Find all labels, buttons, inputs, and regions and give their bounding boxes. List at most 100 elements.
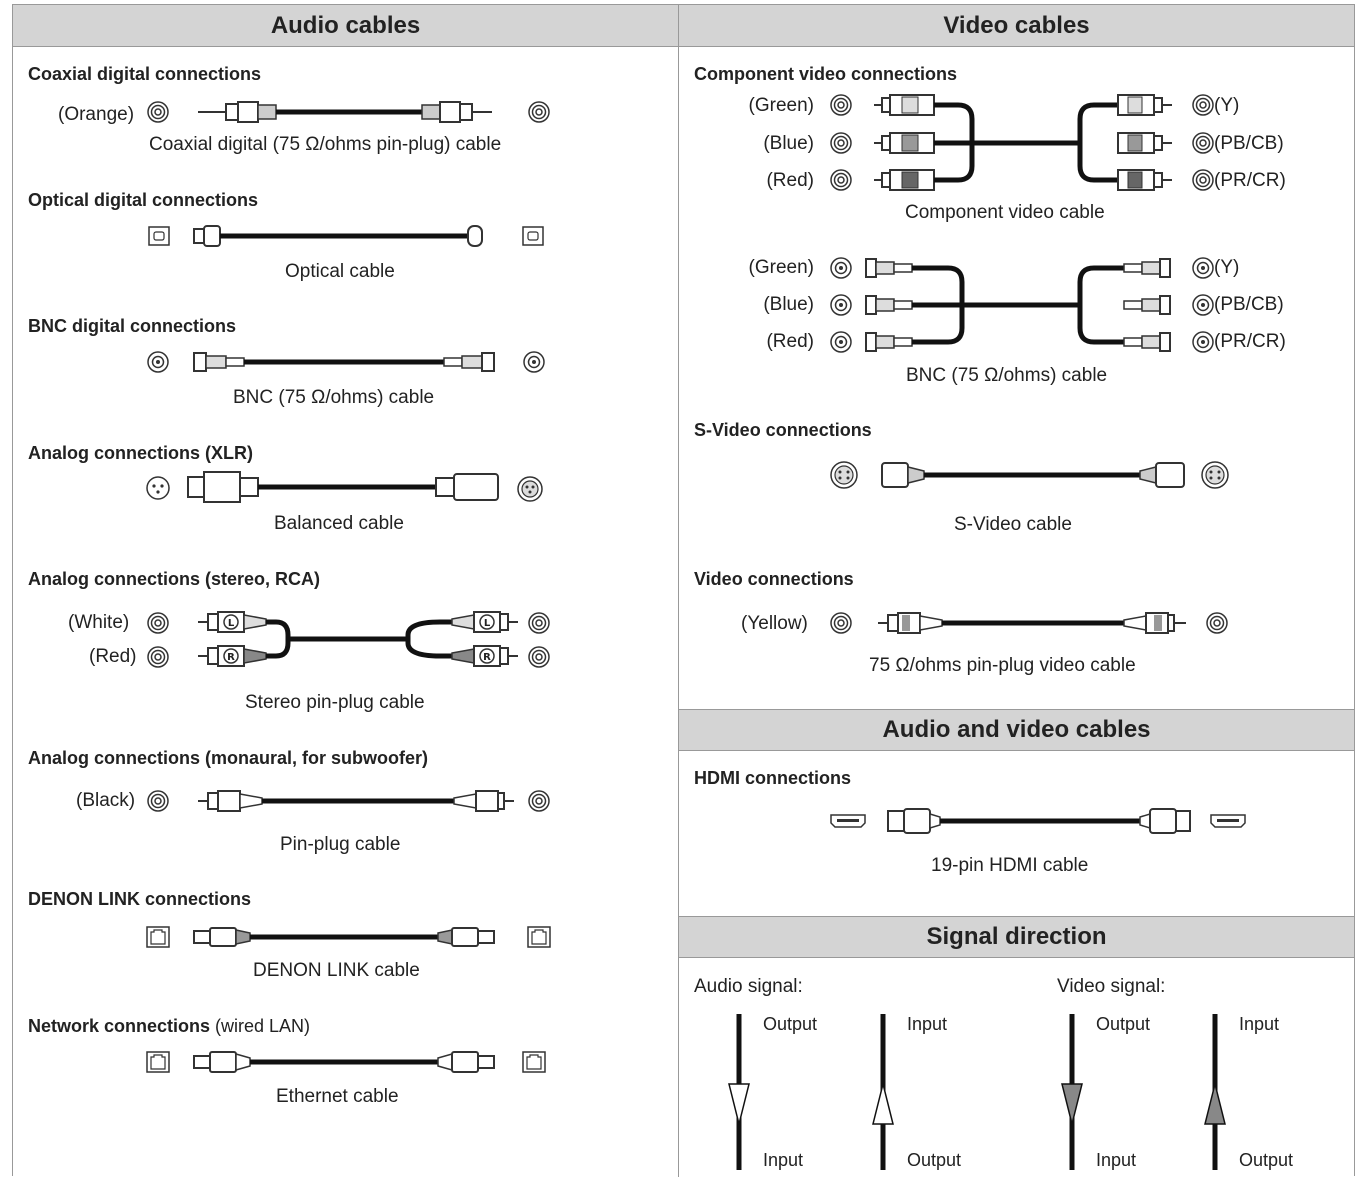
lan-port-icon — [146, 926, 170, 948]
component-green-label: (Green) — [748, 95, 814, 116]
signal-direction-header: Signal direction — [679, 916, 1354, 958]
component-cable-icon — [874, 94, 1172, 191]
denon-link-caption: DENON LINK cable — [253, 960, 420, 981]
column-divider — [678, 4, 679, 1177]
xlr-jack-icon — [146, 476, 170, 500]
optical-cable-icon — [193, 225, 483, 247]
output-label: Output — [1239, 1150, 1294, 1170]
input-label: Input — [1239, 1014, 1280, 1034]
bnc-jack-icon — [147, 351, 169, 373]
svg-text:L: L — [228, 618, 235, 629]
coaxial-color-label: (Orange) — [58, 104, 135, 125]
component-title: Component video connections — [694, 64, 958, 84]
rca-jack-icon — [1192, 132, 1214, 154]
rca-jack-icon — [1192, 169, 1214, 191]
video-up-arrow-icon — [1204, 1014, 1226, 1170]
rca-jack-icon — [528, 646, 550, 668]
optical-caption: Optical cable — [285, 261, 395, 282]
input-label: Input — [1096, 1150, 1137, 1170]
bnc-jack-icon — [830, 294, 852, 316]
mono-cable-icon — [198, 790, 514, 812]
audio-signal-label: Audio signal: — [694, 976, 803, 997]
coaxial-caption: Coaxial digital (75 Ω/ohms pin-plug) cab… — [149, 134, 502, 155]
component-red-label: (Red) — [766, 170, 814, 191]
stereo-red-label: (Red) — [89, 646, 137, 667]
network-caption: Ethernet cable — [276, 1086, 399, 1107]
xlr-caption: Balanced cable — [274, 513, 404, 534]
svideo-title: S-Video connections — [694, 420, 872, 440]
hdmi-port-icon — [1210, 814, 1246, 828]
hdmi-title: HDMI connections — [694, 768, 852, 788]
video-cables-header: Video cables — [679, 5, 1354, 47]
rca-jack-icon — [147, 612, 169, 634]
bnc-green-label: (Green) — [748, 257, 814, 278]
coaxial-title: Coaxial digital connections — [28, 64, 262, 84]
bnc-jack-icon — [1192, 257, 1214, 279]
hdmi-caption: 19-pin HDMI cable — [931, 855, 1089, 876]
left-channel-badge: L — [479, 614, 495, 630]
rca-jack-icon — [830, 169, 852, 191]
mono-color-label: (Black) — [76, 790, 136, 811]
video-signal-label: Video signal: — [1057, 976, 1166, 997]
svideo-jack-icon — [1201, 461, 1229, 489]
denon-link-cable-icon — [193, 927, 495, 947]
bnc-jack-icon — [523, 351, 545, 373]
video-bnc-cable-icon — [865, 258, 1171, 352]
network-title-suffix: (wired LAN) — [210, 1016, 311, 1036]
component-caption: Component video cable — [905, 202, 1105, 223]
network-title-main: Network connections — [28, 1016, 211, 1036]
bnc-jack-icon — [830, 331, 852, 353]
input-label: Input — [763, 1150, 804, 1170]
rca-jack-icon — [147, 790, 169, 812]
stereo-cable-icon — [198, 611, 518, 667]
output-label: Output — [907, 1150, 962, 1170]
rca-jack-icon — [147, 101, 169, 123]
output-label: Output — [1096, 1014, 1151, 1034]
svideo-jack-icon — [830, 461, 858, 489]
bnc-jack-icon — [830, 257, 852, 279]
mono-title: Analog connections (monaural, for subwoo… — [28, 748, 429, 768]
stereo-title: Analog connections (stereo, RCA) — [28, 569, 321, 589]
stereo-white-label: (White) — [68, 612, 130, 633]
audio-up-arrow-icon — [872, 1014, 894, 1170]
bnc-jack-icon — [1192, 331, 1214, 353]
coaxial-cable-icon — [198, 101, 492, 123]
svg-text:R: R — [227, 652, 235, 663]
rca-jack-icon — [1206, 612, 1228, 634]
video-bnc-caption: BNC (75 Ω/ohms) cable — [906, 365, 1108, 386]
input-label: Input — [907, 1014, 948, 1034]
video-down-arrow-icon — [1061, 1014, 1083, 1170]
svg-text:R: R — [483, 652, 491, 663]
bnc-title: BNC digital connections — [28, 316, 237, 336]
mono-caption: Pin-plug cable — [280, 834, 401, 855]
hdmi-port-icon — [830, 814, 866, 828]
video-title: Video connections — [694, 569, 854, 589]
rca-jack-icon — [528, 612, 550, 634]
svideo-cable-icon — [881, 462, 1185, 488]
optical-jack-icon — [522, 226, 544, 246]
rca-jack-icon — [1192, 94, 1214, 116]
video-caption: 75 Ω/ohms pin-plug video cable — [869, 655, 1136, 676]
xlr-title: Analog connections (XLR) — [28, 443, 253, 463]
output-label: Output — [763, 1014, 818, 1034]
right-channel-badge: R — [479, 648, 495, 664]
rca-jack-icon — [830, 612, 852, 634]
bnc-caption: BNC (75 Ω/ohms) cable — [233, 387, 435, 408]
left-channel-badge: L — [223, 614, 239, 630]
svideo-caption: S-Video cable — [954, 514, 1072, 535]
network-title: Network connections (wired LAN) — [28, 1016, 310, 1037]
bnc-pr-label: (PR/CR) — [1214, 331, 1286, 352]
optical-jack-icon — [148, 226, 170, 246]
bnc-y-label: (Y) — [1214, 257, 1240, 278]
audio-cables-header: Audio cables — [13, 5, 678, 47]
bnc-red-label: (Red) — [766, 331, 814, 352]
rca-jack-icon — [830, 132, 852, 154]
bnc-blue-label: (Blue) — [763, 294, 814, 315]
xlr-cable-icon — [187, 471, 499, 503]
denon-link-title: DENON LINK connections — [28, 889, 252, 909]
xlr-male-jack-icon — [517, 476, 543, 502]
rca-jack-icon — [528, 790, 550, 812]
component-blue-label: (Blue) — [763, 133, 814, 154]
optical-title: Optical digital connections — [28, 190, 259, 210]
rca-jack-icon — [528, 101, 550, 123]
